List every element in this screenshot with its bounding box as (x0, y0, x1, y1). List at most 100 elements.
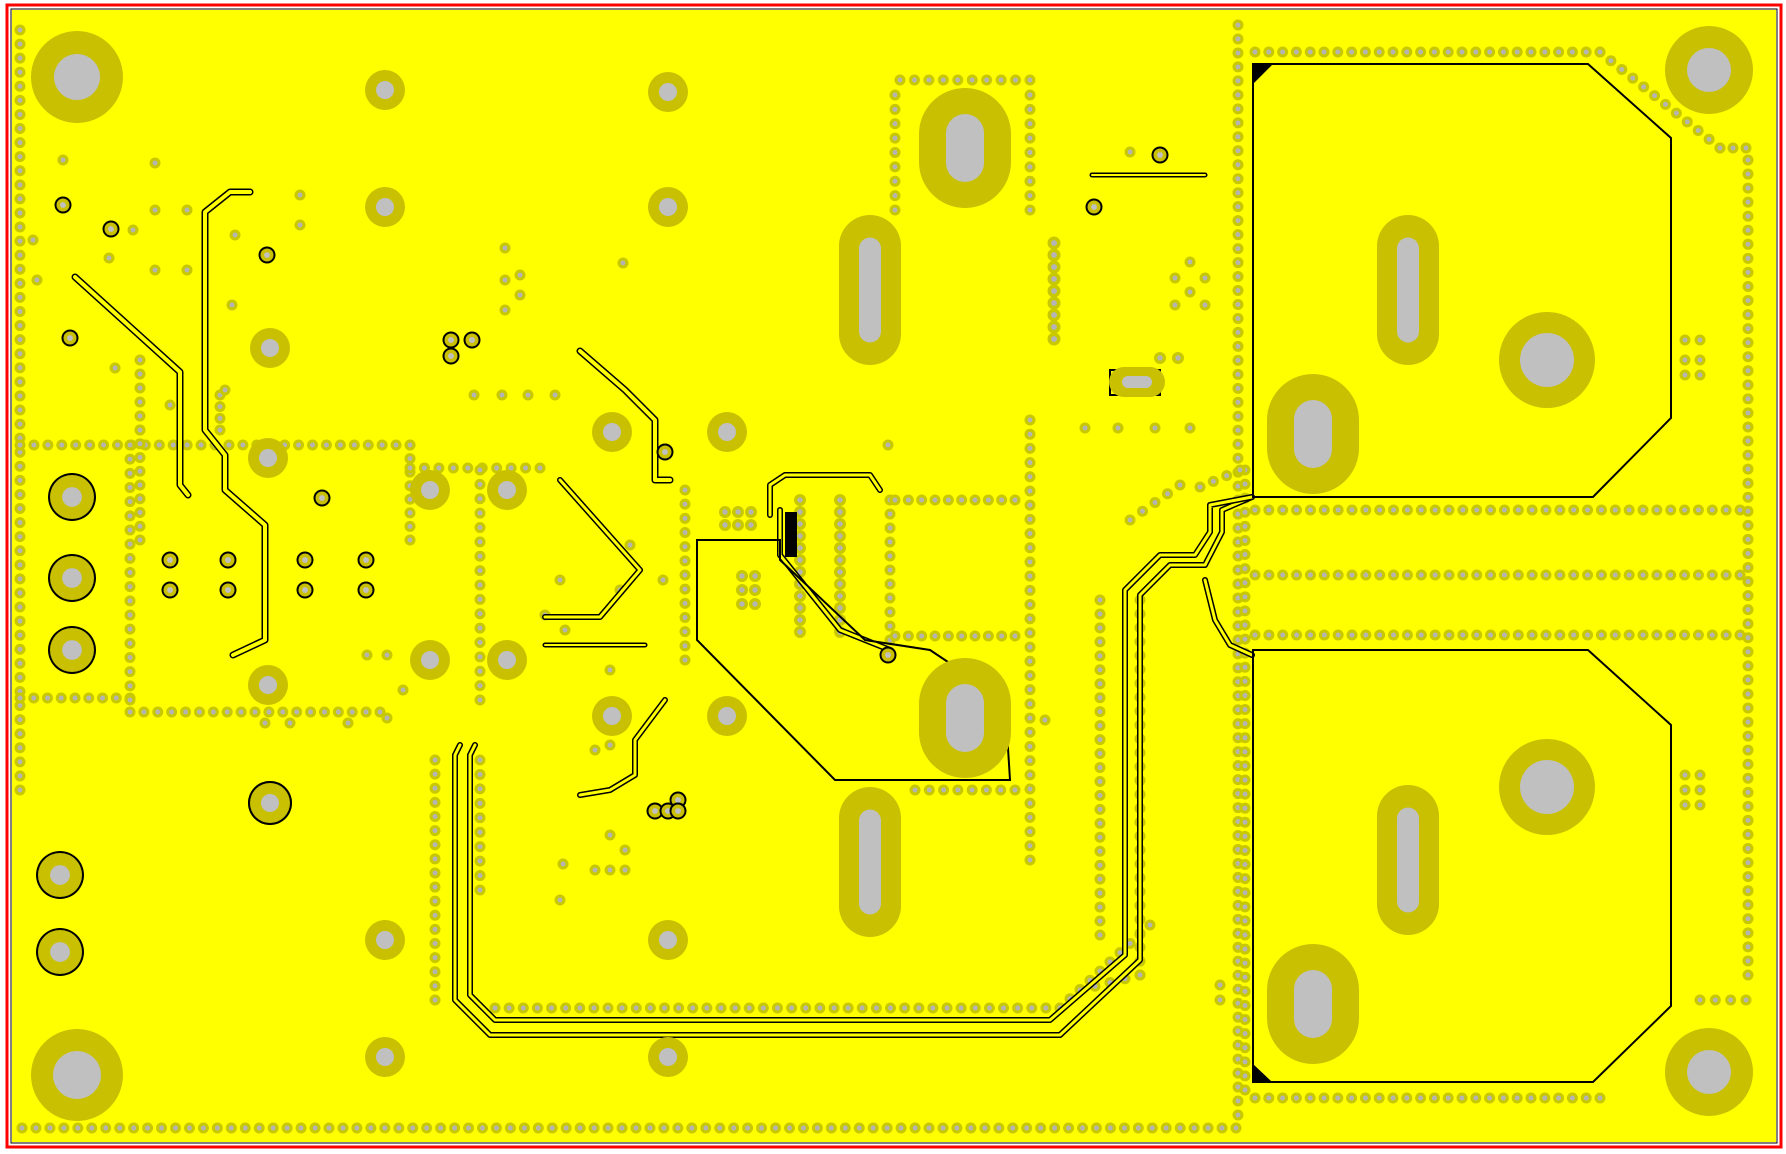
via-drill (704, 1005, 710, 1011)
via-drill (256, 1125, 262, 1131)
via-drill (17, 787, 23, 793)
via-drill (232, 232, 238, 238)
via-drill (477, 829, 483, 835)
via-drill (131, 1125, 137, 1131)
via-drill (214, 1125, 220, 1131)
via-drill (365, 442, 371, 448)
via-drill (17, 83, 23, 89)
trace-core (73, 275, 190, 497)
via-drill (797, 509, 803, 515)
via-drill (1097, 639, 1103, 645)
via-drill (1583, 1095, 1589, 1101)
via-drill (1745, 944, 1751, 950)
via-drill (127, 541, 133, 547)
via-drill (1737, 507, 1743, 513)
via-drill (1745, 466, 1751, 472)
via-drill (1349, 572, 1355, 578)
via-drill (494, 465, 500, 471)
via-drill (17, 632, 23, 638)
via-drill (1242, 819, 1248, 825)
via-drill (506, 1005, 512, 1011)
via-drill (1027, 758, 1033, 764)
via-drill (1745, 283, 1751, 289)
via-drill (384, 652, 390, 658)
power-plane-upper (1252, 63, 1672, 498)
via-drill (137, 357, 143, 363)
via-drill (622, 867, 628, 873)
via-drill (340, 1125, 346, 1131)
via-drill (999, 497, 1005, 503)
via-drill (1745, 227, 1751, 233)
via-drill (1172, 302, 1178, 308)
via-drill (477, 800, 483, 806)
via-drill (1280, 507, 1286, 513)
via-drill (675, 1125, 681, 1131)
via-drill (326, 1125, 332, 1131)
via-drill (814, 1125, 820, 1131)
via-drill (240, 442, 246, 448)
via-drill (797, 497, 803, 503)
pad-field (31, 26, 1753, 1121)
pad-drill (50, 942, 70, 962)
via-drill (407, 496, 413, 502)
via-drill (752, 573, 758, 579)
via-drill (998, 77, 1004, 83)
via-drill (647, 1125, 653, 1131)
via-drill (1709, 632, 1715, 638)
via-drill (1280, 1095, 1286, 1101)
pad-drill (363, 557, 369, 563)
via-drill (17, 266, 23, 272)
via-drill (323, 442, 329, 448)
via-drill (1571, 507, 1577, 513)
via-drill (1745, 452, 1751, 458)
via-drill (1376, 1095, 1382, 1101)
via-drill (17, 506, 23, 511)
via-drill (382, 1125, 388, 1131)
via-drill (106, 255, 112, 261)
pad-drill (662, 449, 668, 455)
via-drill (1418, 632, 1424, 638)
via-drill (1082, 425, 1088, 431)
via-drill (1745, 916, 1751, 922)
via-drill (1010, 1125, 1016, 1131)
via-drill (1390, 1095, 1396, 1101)
via-drill (137, 441, 143, 447)
via-drill (1717, 145, 1723, 151)
via-drill (1235, 637, 1241, 643)
via-drill (718, 1005, 724, 1011)
via-drill (127, 570, 133, 575)
via-drill (17, 773, 23, 779)
via-drill (1569, 49, 1575, 55)
via-drill (1723, 507, 1729, 513)
via-drill (183, 709, 189, 715)
via-drill (137, 482, 143, 488)
via-drill (1321, 572, 1327, 578)
via-drill (682, 572, 688, 578)
via-drill (1571, 632, 1577, 638)
via-drill (477, 757, 483, 763)
via-drill (1152, 500, 1158, 505)
via-drill (775, 1005, 780, 1011)
via-drill (1027, 701, 1033, 707)
via-drill (1235, 525, 1241, 531)
via-drill (1235, 916, 1241, 922)
via-drill (1266, 507, 1272, 513)
via-drill (493, 1125, 499, 1131)
via-drill (477, 858, 483, 864)
via-drill (689, 1125, 695, 1131)
via-drill (115, 442, 120, 448)
via-drill (748, 509, 754, 515)
pad-drill (302, 557, 308, 563)
via-drill (1682, 507, 1688, 513)
via-drill (759, 1125, 765, 1131)
via-drill (1027, 417, 1033, 423)
via-drill (127, 485, 133, 490)
via-drill (1097, 848, 1103, 854)
via-drill (1027, 814, 1033, 820)
via-drill (17, 351, 23, 357)
pad-drill (1091, 204, 1097, 210)
via-drill (1051, 252, 1057, 258)
via-drill (1027, 502, 1033, 508)
via-drill (477, 553, 483, 559)
via-drill (1235, 972, 1241, 978)
